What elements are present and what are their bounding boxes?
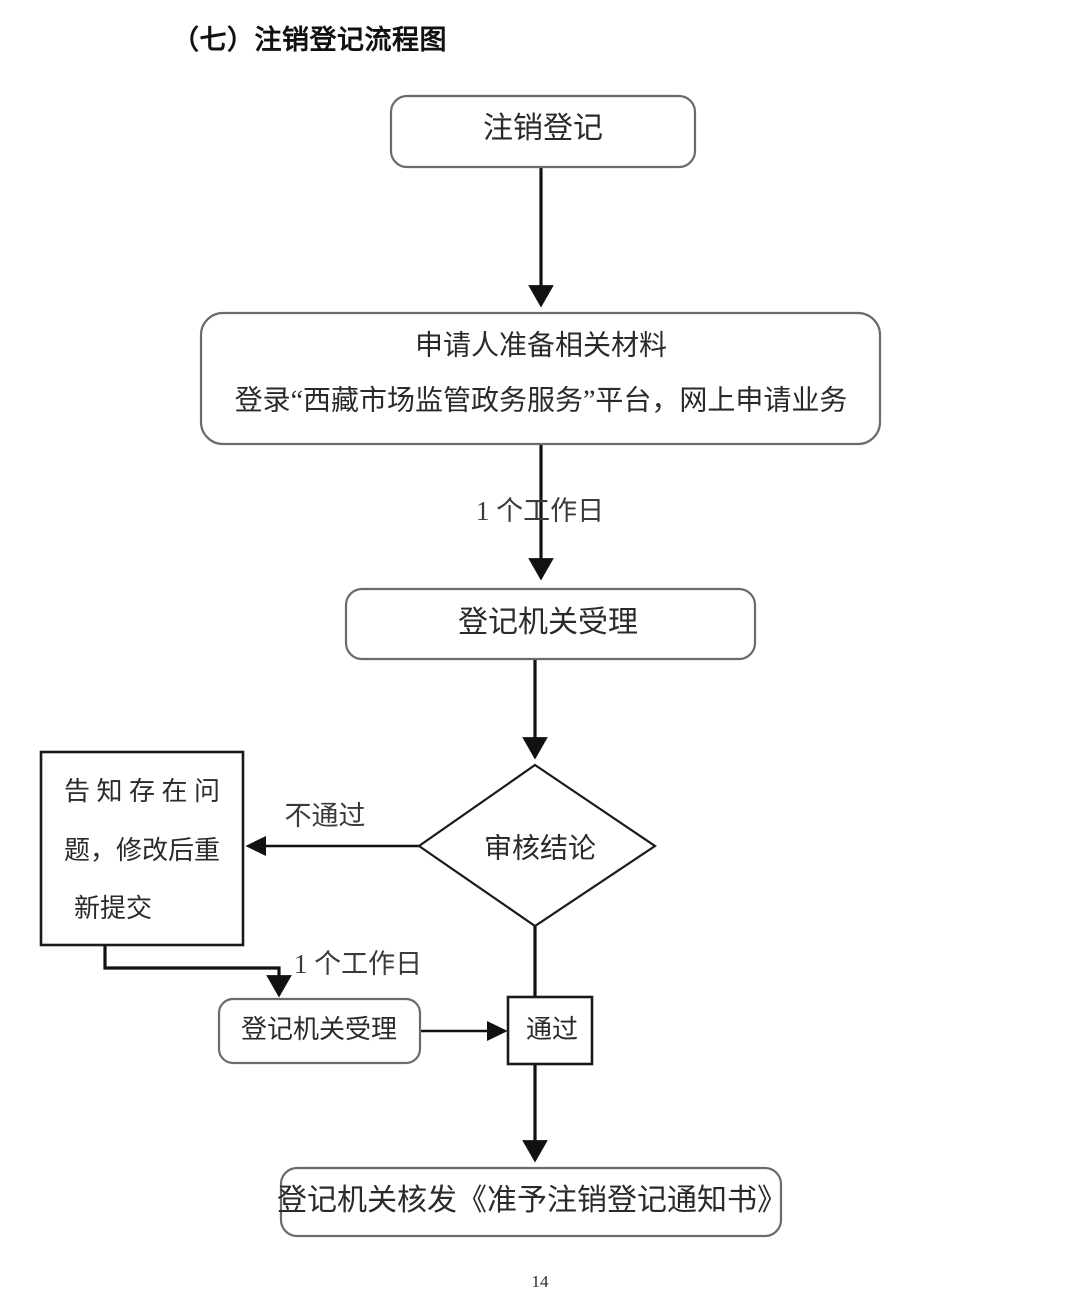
node-registration-accept-1[interactable]: 登记机关受理 — [344, 587, 757, 661]
node-registration-accept-2[interactable]: 登记机关受理 — [217, 997, 422, 1065]
node-accept1-shape — [344, 587, 757, 661]
node-issue-shape — [279, 1166, 783, 1238]
node-issue-label: 登记机关核发《准予注销登记通知书》 — [277, 1184, 787, 1217]
node-accept2-shape — [217, 997, 422, 1065]
node-pass-label: 通过 — [526, 1015, 578, 1044]
edge-label-one-workday-bottom: 1 个工作日 — [294, 949, 422, 979]
node-accept2-label: 登记机关受理 — [241, 1015, 397, 1044]
node-start-label: 注销登记 — [483, 112, 603, 145]
edge-label-fail-branch: 不通过 — [285, 801, 366, 831]
node-prepare-materials[interactable]: 申请人准备相关材料 登录“西藏市场监管政务服务”平台，网上申请业务 — [199, 311, 882, 446]
node-pass-shape — [506, 995, 594, 1066]
node-review-decision[interactable]: 审核结论 — [417, 763, 657, 928]
node-reject-notice[interactable]: 告 知 存 在 问 题，修改后重 新提交 — [39, 750, 245, 947]
node-prepare-shape — [199, 311, 882, 446]
node-pass[interactable]: 通过 — [506, 995, 594, 1066]
page-title: （七）注销登记流程图 — [172, 25, 447, 55]
node-reject-label-line3: 新提交 — [74, 894, 152, 923]
node-accept1-label: 登记机关受理 — [458, 606, 638, 639]
node-start-shape — [389, 94, 697, 169]
node-review-label: 审核结论 — [484, 832, 596, 864]
edge-reject-to-accept2 — [103, 945, 292, 998]
node-review-shape — [417, 763, 657, 928]
node-reject-label-line1: 告 知 存 在 问 — [64, 777, 220, 806]
node-prepare-label-line2: 登录“西藏市场监管政务服务”平台，网上申请业务 — [235, 384, 848, 416]
node-issue-notice[interactable]: 登记机关核发《准予注销登记通知书》 — [277, 1166, 787, 1238]
node-start[interactable]: 注销登记 — [389, 94, 697, 169]
page-number: 14 — [531, 1272, 549, 1291]
node-reject-label-line2: 题，修改后重 — [64, 836, 220, 865]
node-prepare-label-line1: 申请人准备相关材料 — [415, 329, 667, 361]
edge-label-one-workday-top: 1 个工作日 — [476, 496, 604, 526]
node-reject-shape — [39, 750, 245, 947]
